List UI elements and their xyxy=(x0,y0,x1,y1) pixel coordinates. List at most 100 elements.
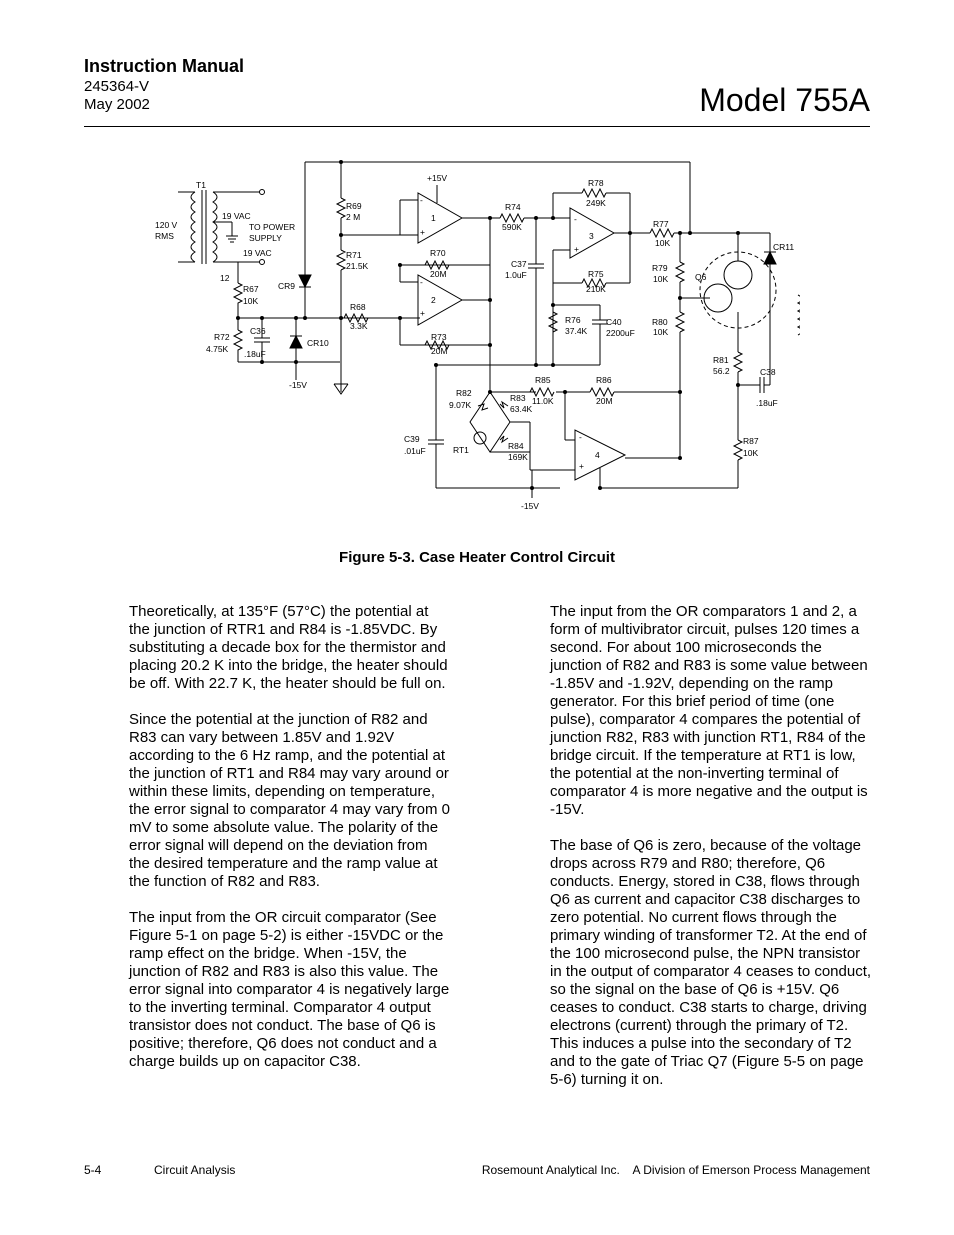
label-cr11: CR11 xyxy=(773,242,794,252)
transformer-t1 xyxy=(178,189,265,283)
label-r84: R84 xyxy=(508,441,524,451)
figure-caption: Figure 5-3. Case Heater Control Circuit xyxy=(339,549,615,566)
resistor-r78 xyxy=(581,187,607,199)
diode-cr9 xyxy=(298,274,312,289)
comparator-3 xyxy=(569,207,616,259)
label-op3: 3 xyxy=(589,231,594,241)
label-plus-1: + xyxy=(420,227,425,237)
label-r78-value: 249K xyxy=(586,198,606,208)
label-op4: 4 xyxy=(595,450,600,460)
label-19vac-a: 19 VAC xyxy=(222,211,251,221)
label-r86-value: 20M xyxy=(596,396,613,406)
label-r76: R76 xyxy=(565,315,581,325)
label-r67-value: 10K xyxy=(243,296,258,306)
label-r73-value: 20M xyxy=(431,346,448,356)
label-r67: R67 xyxy=(243,284,259,294)
label-r74-value: 590K xyxy=(502,222,522,232)
label-r86: R86 xyxy=(596,375,612,385)
label-r72: R72 xyxy=(214,332,230,342)
model-title: Model 755A xyxy=(699,82,870,118)
label-pos15: +15V xyxy=(427,173,447,183)
resistor-r87 xyxy=(732,439,744,461)
resistor-r80 xyxy=(674,311,686,333)
label-c37: C37 xyxy=(511,259,527,269)
label-to-power: TO POWER xyxy=(249,222,295,232)
label-c40: C40 xyxy=(606,317,622,327)
resistor-r83 xyxy=(499,400,509,409)
label-r81-value: 56.2 xyxy=(713,366,730,376)
resistor-r81 xyxy=(732,351,744,373)
label-rt1: RT1 xyxy=(453,445,469,455)
label-r79: R79 xyxy=(652,263,668,273)
label-r87: R87 xyxy=(743,436,759,446)
page-number: 5-4 xyxy=(84,1163,102,1177)
resistor-r76 xyxy=(547,311,559,333)
label-r85: R85 xyxy=(535,375,551,385)
label-c37-value: 1.0uF xyxy=(505,270,527,280)
resistor-r72 xyxy=(232,329,244,362)
resistor-r67 xyxy=(232,282,244,318)
paragraph: The base of Q6 is zero, because of the v… xyxy=(550,837,872,1088)
label-r80: R80 xyxy=(652,317,668,327)
case-heater-schematic: T1 120 V RMS 19 VAC TO POWER SUPPLY 19 V… xyxy=(155,160,800,511)
label-c39-value: .01uF xyxy=(404,446,426,456)
label-r82-value: 9.07K xyxy=(449,400,472,410)
label-c36: C36 xyxy=(250,326,266,336)
label-r80-value: 10K xyxy=(653,327,668,337)
label-c38-value: .18uF xyxy=(756,398,778,408)
label-r72-value: 4.75K xyxy=(206,344,229,354)
label-r71: R71 xyxy=(346,250,362,260)
label-minus-4: - xyxy=(579,432,582,442)
junction-dots xyxy=(236,160,740,490)
label-r79-value: 10K xyxy=(653,274,668,284)
left-column: Theoretically, at 135°F (57°C) the poten… xyxy=(129,603,451,1089)
label-c39: C39 xyxy=(404,434,420,444)
resistor-r69 xyxy=(335,197,347,219)
resistor-r75 xyxy=(581,277,607,289)
paragraph: The input from the OR circuit comparator… xyxy=(129,909,450,1070)
label-minus-1: - xyxy=(420,195,423,205)
label-r78: R78 xyxy=(588,178,604,188)
label-r81: R81 xyxy=(713,355,729,365)
document-info: 245364-V May 2002 xyxy=(84,78,150,114)
label-neg15-b: -15V xyxy=(521,501,539,511)
label-r75: R75 xyxy=(588,269,604,279)
transformer-t2 xyxy=(796,294,800,336)
label-r70: R70 xyxy=(430,248,446,258)
label-plus-2: + xyxy=(420,308,425,318)
label-r83: R83 xyxy=(510,393,526,403)
label-120v: 120 V xyxy=(155,220,178,230)
schematic-labels: T1 120 V RMS 19 VAC TO POWER SUPPLY 19 V… xyxy=(155,173,794,511)
label-19vac-b: 19 VAC xyxy=(243,248,272,258)
label-q6: Q6 xyxy=(695,272,707,282)
company-name: Rosemount Analytical Inc. A Division of … xyxy=(481,1163,870,1177)
label-r69-value: 2 M xyxy=(346,212,360,222)
paragraph: The input from the OR comparators 1 and … xyxy=(550,603,868,818)
label-neg15-a: -15V xyxy=(289,380,307,390)
resistor-r77 xyxy=(649,227,675,239)
resistor-r86 xyxy=(589,386,615,398)
resistor-r82 xyxy=(477,403,489,411)
manual-title: Instruction Manual xyxy=(84,56,245,76)
resistor-r74 xyxy=(499,212,525,224)
label-c40-value: 2200uF xyxy=(606,328,635,338)
label-plus-4: + xyxy=(579,461,584,471)
resistor-r85 xyxy=(529,386,555,398)
label-r75-value: 210K xyxy=(586,284,606,294)
document-number: 245364-V xyxy=(84,78,150,95)
label-r68: R68 xyxy=(350,302,366,312)
header-divider xyxy=(84,126,870,127)
label-plus-3: + xyxy=(574,244,579,254)
label-minus-3: - xyxy=(574,214,577,224)
resistor-r71 xyxy=(335,249,347,271)
right-column: The input from the OR comparators 1 and … xyxy=(550,603,872,1107)
label-r77-value: 10K xyxy=(655,238,670,248)
resistor-r70 xyxy=(424,259,450,271)
label-r70-value: 20M xyxy=(430,269,447,279)
paragraph: Theoretically, at 135°F (57°C) the poten… xyxy=(129,603,448,692)
label-r85-value: 11.0K xyxy=(532,396,554,406)
label-c36-value: .18uF xyxy=(244,349,266,359)
label-12: 12 xyxy=(220,273,230,283)
label-supply: SUPPLY xyxy=(249,233,282,243)
label-cr10: CR10 xyxy=(307,338,329,348)
